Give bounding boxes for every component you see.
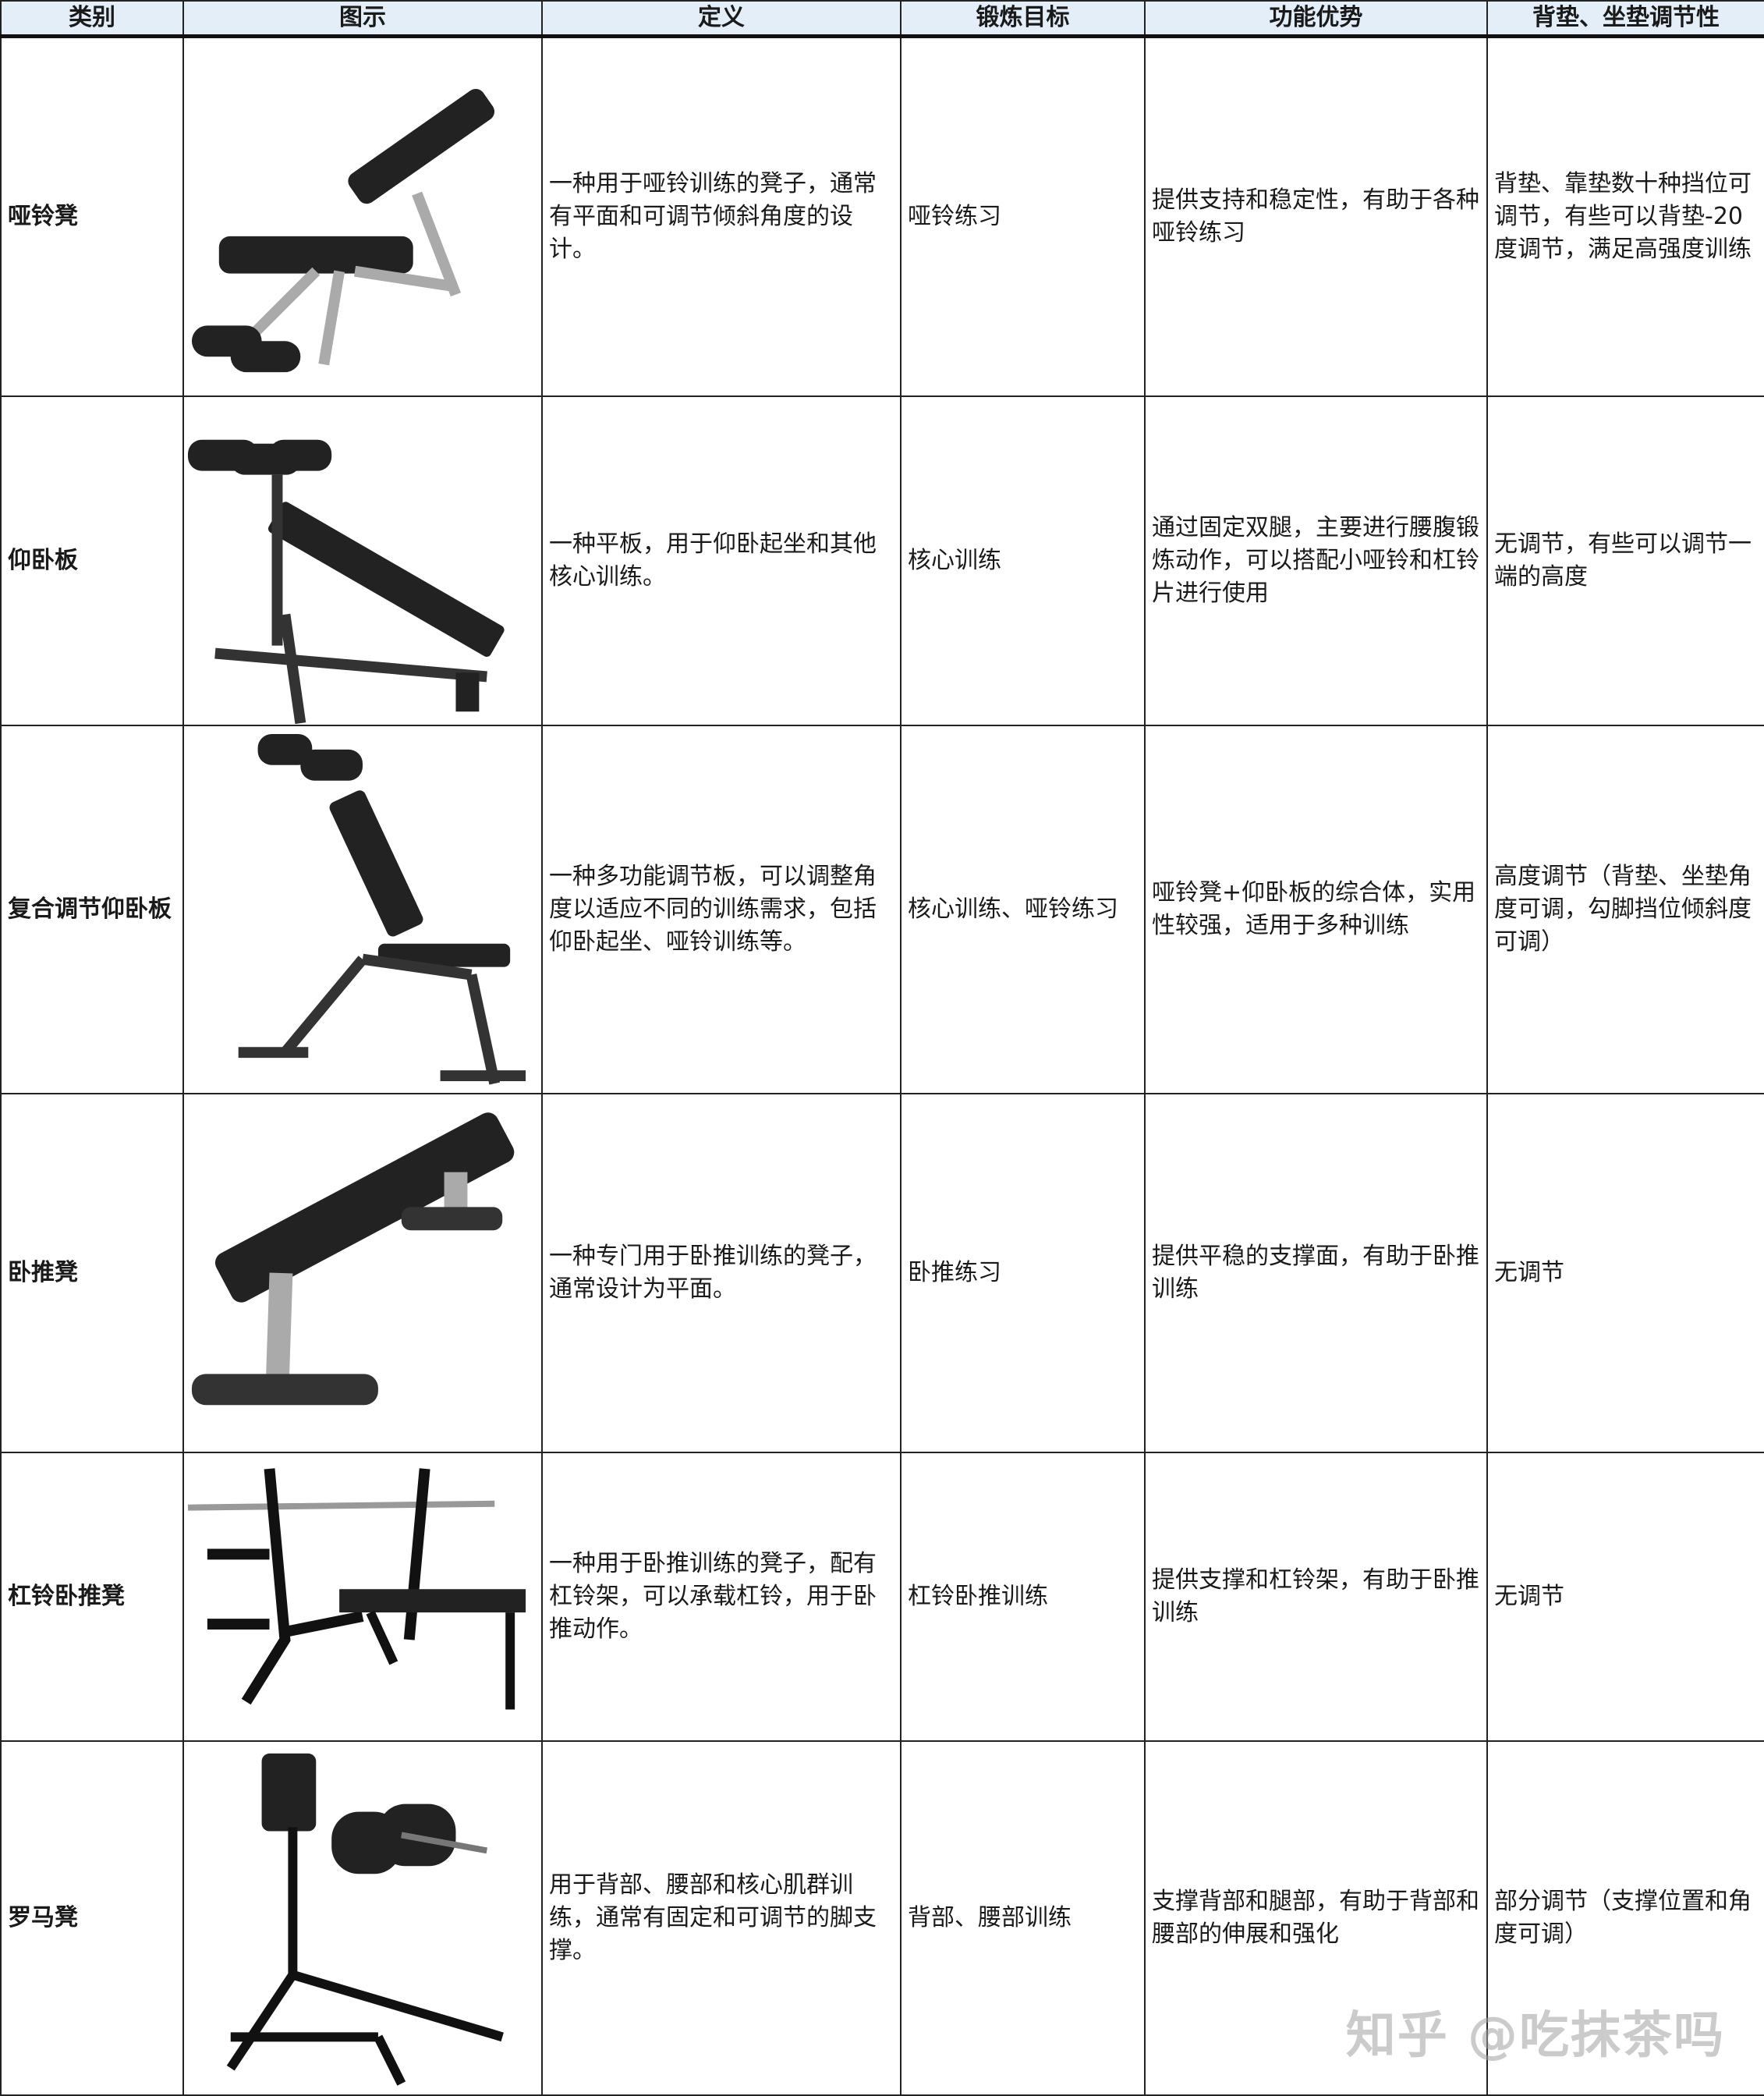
definition-cell: 一种平板，用于仰卧起坐和其他核心训练。: [541, 395, 901, 727]
category-cell: 杠铃卧推凳: [0, 1452, 184, 1742]
advantage-cell: 提供支持和稳定性，有助于各种哑铃练习: [1144, 35, 1488, 397]
advantage-cell: 通过固定双腿，主要进行腰腹锻炼动作，可以搭配小哑铃和杠铃片进行使用: [1144, 395, 1488, 727]
header-row: 类别 图示 定义 锻炼目标 功能优势 背垫、坐垫调节性: [0, 0, 1764, 38]
dumbbell-bench-image: [182, 35, 543, 397]
table-row: 卧推凳 一种专门用于卧推训练的凳子，通常设计为平面。 卧推练习 提供平稳的支撑面…: [0, 1093, 1764, 1454]
target-cell: 杠铃卧推训练: [900, 1452, 1146, 1742]
adjustability-cell: 无调节: [1486, 1452, 1764, 1742]
header-adjustability: 背垫、坐垫调节性: [1486, 0, 1764, 38]
category-cell: 卧推凳: [0, 1093, 184, 1454]
category-cell: 仰卧板: [0, 395, 184, 727]
definition-cell: 用于背部、腰部和核心肌群训练，通常有固定和可调节的脚支撑。: [541, 1740, 901, 2096]
header-target: 锻炼目标: [900, 0, 1146, 38]
definition-cell: 一种多功能调节板，可以调整角度以适应不同的训练需求，包括仰卧起坐、哑铃训练等。: [541, 725, 901, 1095]
table-row: 罗马凳 用于背部、腰部和核心肌群训练，通常有固定和可调节的脚支撑。 背部、腰部训…: [0, 1740, 1764, 2096]
target-cell: 核心训练、哑铃练习: [900, 725, 1146, 1095]
barbell-bench-image: [182, 1452, 543, 1742]
table-row: 杠铃卧推凳 一种用于卧推训练的凳子，配有杠铃架，可以承载杠铃，用于卧推动作。 杠…: [0, 1452, 1764, 1742]
advantage-cell: 哑铃凳+仰卧板的综合体，实用性较强，适用于多种训练: [1144, 725, 1488, 1095]
flat-bench-image: [182, 1093, 543, 1454]
roman-chair-image: [182, 1740, 543, 2096]
adjustability-cell: 高度调节（背垫、坐垫角度可调，勾脚挡位倾斜度可调）: [1486, 725, 1764, 1095]
advantage-cell: 支撑背部和腿部，有助于背部和腰部的伸展和强化: [1144, 1740, 1488, 2096]
adjustability-cell: 无调节: [1486, 1093, 1764, 1454]
definition-cell: 一种用于卧推训练的凳子，配有杠铃架，可以承载杠铃，用于卧推动作。: [541, 1452, 901, 1742]
advantage-cell: 提供支撑和杠铃架，有助于卧推训练: [1144, 1452, 1488, 1742]
target-cell: 背部、腰部训练: [900, 1740, 1146, 2096]
sit-up-board-image: [182, 395, 543, 727]
advantage-cell: 提供平稳的支撑面，有助于卧推训练: [1144, 1093, 1488, 1454]
adjustability-cell: 无调节，有些可以调节一端的高度: [1486, 395, 1764, 727]
target-cell: 卧推练习: [900, 1093, 1146, 1454]
definition-cell: 一种专门用于卧推训练的凳子，通常设计为平面。: [541, 1093, 901, 1454]
header-image: 图示: [182, 0, 543, 38]
category-cell: 复合调节仰卧板: [0, 725, 184, 1095]
category-cell: 哑铃凳: [0, 35, 184, 397]
table-row: 哑铃凳 一种用于哑铃训练的凳子，通常有平面和可调节倾斜角度的设计。 哑铃练习 提…: [0, 35, 1764, 397]
definition-cell: 一种用于哑铃训练的凳子，通常有平面和可调节倾斜角度的设计。: [541, 35, 901, 397]
header-definition: 定义: [541, 0, 901, 38]
adjustability-cell: 背垫、靠垫数十种挡位可调节，有些可以背垫-20度调节，满足高强度训练: [1486, 35, 1764, 397]
target-cell: 哑铃练习: [900, 35, 1146, 397]
header-category: 类别: [0, 0, 184, 38]
category-cell: 罗马凳: [0, 1740, 184, 2096]
watermark: 知乎 @吃抹茶吗: [1345, 2007, 1725, 2065]
target-cell: 核心训练: [900, 395, 1146, 727]
multi-adjustable-bench-image: [182, 725, 543, 1095]
table-row: 仰卧板 一种平板，用于仰卧起坐和其他核心训练。 核心训练 通过固定双腿，主要进行…: [0, 395, 1764, 727]
header-advantage: 功能优势: [1144, 0, 1488, 38]
adjustability-cell: 部分调节（支撑位置和角度可调）: [1486, 1740, 1764, 2096]
table-row: 复合调节仰卧板 一种多功能调节板，可以调整角度以适应不同的训练需求，包括仰卧起坐…: [0, 725, 1764, 1095]
